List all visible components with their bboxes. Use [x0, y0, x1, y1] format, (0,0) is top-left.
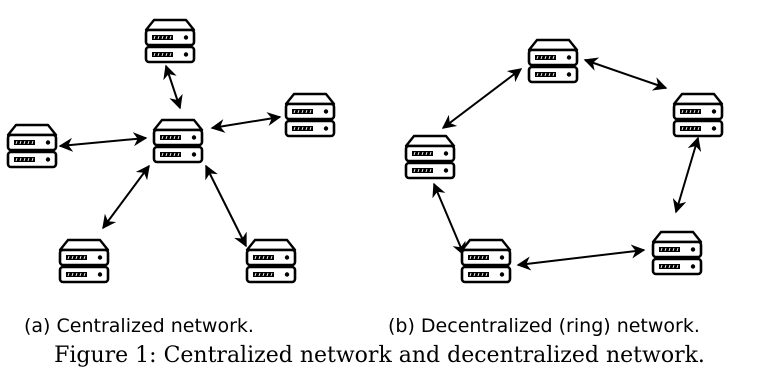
server-icon-ring-top: [527, 38, 579, 84]
server-icon-bottom-right: [245, 238, 297, 284]
server-icon-ring-bottom-right: [651, 230, 703, 276]
link-ring-left-top: [441, 68, 523, 129]
link-hub-left: [58, 132, 148, 152]
link-ring-bottom: [516, 244, 646, 271]
server-icon-hub: [152, 118, 204, 164]
server-icon-top: [144, 18, 196, 64]
link-hub-bottom-right: [205, 164, 247, 248]
server-icon-bottom-left: [58, 238, 110, 284]
server-icon-right: [284, 92, 336, 138]
ring-network-diagram: [404, 38, 724, 284]
subfigure-b-caption: (b) Decentralized (ring) network.: [388, 315, 700, 337]
link-ring-right-bottom: [672, 136, 702, 214]
server-icon-ring-left: [404, 134, 456, 180]
server-icon-ring-bottom-left: [460, 238, 512, 284]
link-hub-top: [163, 64, 183, 110]
figure-caption: Figure 1: Centralized network and decent…: [54, 343, 705, 368]
server-icon-left: [6, 123, 58, 169]
subfigure-a-caption: (a) Centralized network.: [24, 315, 254, 337]
link-ring-top-right: [583, 57, 668, 91]
centralized-network-diagram: [6, 18, 336, 284]
link-ring-bottom-left: [432, 182, 466, 257]
server-icon-ring-right: [672, 92, 724, 138]
link-hub-right: [210, 112, 282, 133]
link-hub-bottom-left: [102, 164, 150, 230]
